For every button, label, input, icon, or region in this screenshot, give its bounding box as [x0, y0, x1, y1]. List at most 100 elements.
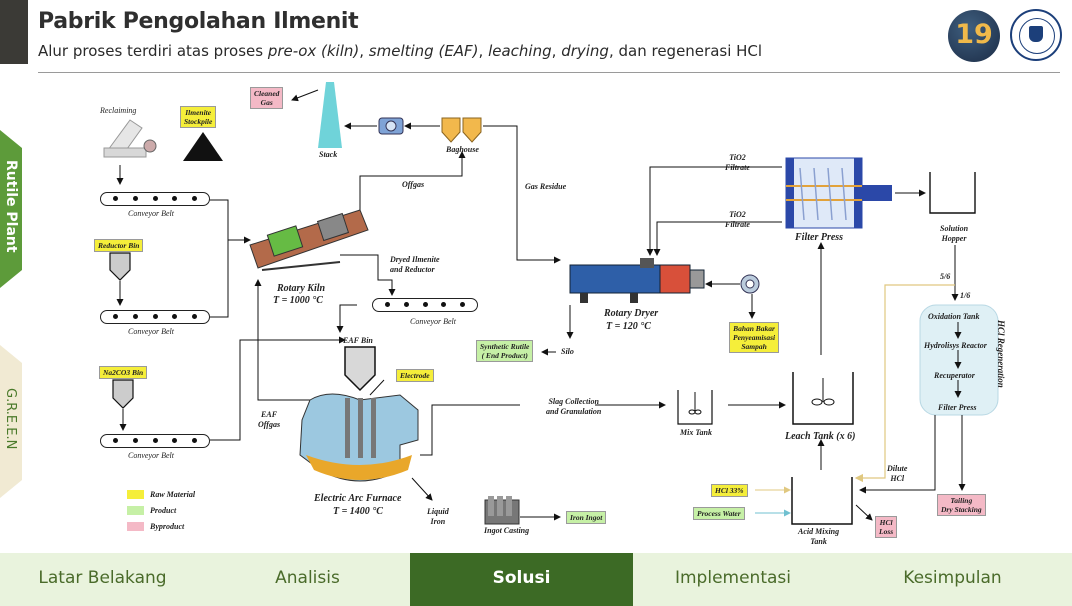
rotary-kiln-drawing	[249, 209, 369, 271]
side-tab-rutile-plant[interactable]: Rutile Plant	[3, 160, 19, 253]
tag-reductor-bin: Reductor Bin	[94, 239, 144, 252]
nav-implementasi[interactable]: Implementasi	[674, 568, 791, 588]
subtitle-part: pre-ox (kiln)	[267, 42, 360, 60]
dryer-fan	[740, 274, 760, 294]
label-stack: Stack	[319, 150, 338, 159]
label-ingot-casting: Ingot Casting	[484, 526, 530, 535]
tag-hcl-33: HCl 33%	[711, 484, 748, 497]
bottom-navigation: Latar Belakang Analisis Solusi Implement…	[0, 553, 1072, 606]
legend-label-product: Product	[150, 506, 177, 515]
page-subtitle: Alur proses terdiri atas proses pre-ox (…	[38, 42, 762, 60]
conveyor-belt-2	[100, 310, 210, 324]
ingot-casting-drawing	[484, 496, 520, 525]
conveyor-belt-4	[372, 298, 478, 312]
label-eaf-temp: T = 1400 °C	[333, 506, 383, 517]
solution-hopper-drawing	[929, 172, 976, 214]
subtitle-part: Alur proses terdiri atas proses	[38, 42, 268, 60]
label-conveyor-belt-3: Conveyor Belt	[128, 451, 174, 460]
leach-tank-drawing	[792, 372, 854, 425]
nav-kesimpulan[interactable]: Kesimpulan	[903, 568, 1002, 588]
reductor-bin-hopper	[109, 252, 131, 281]
label-oxidation-tank: Oxidation Tank	[928, 312, 980, 321]
page-title: Pabrik Pengolahan Ilmenit	[38, 9, 359, 34]
subtitle-part: ,	[478, 42, 489, 60]
tag-iron-ingot: Iron Ingot	[566, 511, 607, 524]
anniversary-logo: 19	[948, 10, 1000, 62]
legend-swatch-byproduct	[127, 522, 144, 531]
label-recuperator: Recuperator	[934, 371, 975, 380]
label-rotary-kiln: Rotary Kiln	[277, 283, 326, 294]
label-ratio-56: 5/6	[940, 272, 951, 281]
label-rotary-dryer-temp: T = 120 °C	[606, 321, 651, 332]
rotary-dryer-drawing	[569, 258, 705, 303]
label-conveyor-belt-2: Conveyor Belt	[128, 327, 174, 336]
label-rotary-kiln-temp: T = 1000 °C	[273, 295, 323, 306]
conveyor-belt-3	[100, 434, 210, 448]
tag-bahan-bakar: Bahan Bakar Penyeamisasi Sampah	[729, 322, 780, 353]
side-tab-green[interactable]: G.R.E.E.N	[3, 388, 18, 450]
label-hcl-regeneration: HCl Regeneration	[996, 320, 1006, 388]
eaf-bin-hopper	[344, 346, 376, 392]
label-gas-residue: Gas Residue	[525, 182, 567, 191]
label-filter-press: Filter Press	[795, 232, 844, 243]
baghouse-fan	[378, 117, 404, 135]
label-tio2-filtrate-2: TiO2 Filtrate	[725, 210, 750, 229]
tag-process-water: Process Water	[693, 507, 745, 520]
label-silo: Silo	[561, 347, 574, 356]
tag-tailing: Tailing Dry Stacking	[937, 494, 986, 516]
mix-tank-drawing	[677, 390, 713, 425]
header-accent-bar	[0, 0, 28, 64]
tag-na2co3-bin: Na2CO3 Bin	[99, 366, 148, 379]
label-mix-tank: Mix Tank	[680, 428, 712, 437]
subtitle-part: ,	[551, 42, 562, 60]
label-eaf-offgas: EAF Offgas	[258, 410, 281, 429]
side-tabs-shapes	[0, 130, 22, 498]
anniversary-number: 19	[955, 19, 993, 50]
nav-solusi[interactable]: Solusi	[410, 553, 633, 606]
legend-swatch-product	[127, 506, 144, 515]
process-flow-diagram	[103, 82, 999, 525]
label-conveyor-belt-4: Conveyor Belt	[410, 317, 456, 326]
side-tab-rutile-shape	[0, 130, 22, 288]
label-ratio-16: 1/6	[960, 291, 971, 300]
label-reclaiming: Reclaiming	[100, 106, 137, 115]
label-electric-arc-furnace: Electric Arc Furnace	[314, 493, 402, 504]
label-dilute-hcl: Dilute HCl	[887, 464, 908, 483]
university-seal-logo	[1010, 9, 1062, 61]
label-leach-tank: Leach Tank (x 6)	[785, 431, 856, 442]
label-tio2-filtrate-1: TiO2 Filtrate	[725, 153, 750, 172]
subtitle-part: ,	[359, 42, 369, 60]
label-rotary-dryer: Rotary Dryer	[604, 308, 659, 319]
nav-latar-belakang[interactable]: Latar Belakang	[38, 568, 167, 588]
filter-press-drawing	[785, 157, 892, 229]
label-eaf-bin: EAF Bin	[343, 336, 373, 345]
tag-synthetic-rutile: Synthetic Rutile ( End Product)	[476, 340, 534, 362]
label-baghouse: Baghouse	[446, 145, 479, 154]
na2co3-bin-hopper	[112, 379, 134, 409]
label-solution-hopper: Solution Hopper	[940, 224, 969, 243]
reclaimer-machine	[103, 119, 157, 158]
ilmenite-stockpile-pile	[183, 132, 223, 161]
subtitle-part: leaching	[488, 42, 552, 60]
conveyor-belt-1	[100, 192, 210, 206]
electric-arc-furnace-drawing	[299, 393, 419, 482]
label-conveyor-belt-1: Conveyor Belt	[128, 209, 174, 218]
acid-mixing-tank-drawing	[791, 477, 853, 525]
label-acid-mixing-tank: Acid Mixing Tank	[798, 527, 840, 546]
tag-ilmenite-stockpile: Ilmenite Stockpile	[180, 106, 217, 128]
label-filter-press-2: Filter Press	[938, 403, 977, 412]
stack-drawing	[318, 82, 342, 148]
legend-swatch-raw-material	[127, 490, 144, 499]
subtitle-part: drying	[561, 42, 609, 60]
baghouse-drawing	[441, 117, 482, 143]
subtitle-part: smelting (EAF)	[368, 42, 479, 60]
side-tab-green-shape	[0, 345, 22, 498]
label-slag: Slag Collection and Granulation	[546, 397, 602, 416]
tag-cleaned-gas: Cleaned Gas	[250, 87, 284, 109]
header-divider	[38, 72, 1060, 73]
subtitle-part: , dan regenerasi HCl	[608, 42, 763, 60]
legend-label-raw-material: Raw Material	[150, 490, 196, 499]
label-liquid-iron: Liquid Iron	[427, 507, 449, 526]
tag-electrode: Electrode	[396, 369, 434, 382]
nav-analisis[interactable]: Analisis	[275, 568, 340, 588]
